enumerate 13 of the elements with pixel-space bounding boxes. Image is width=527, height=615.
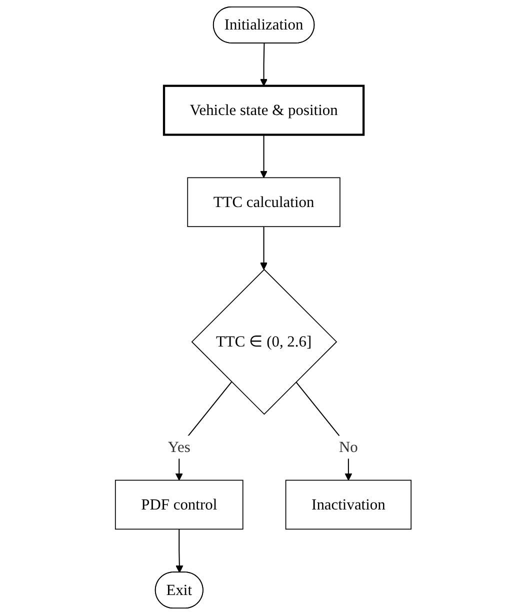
- node-box: TTC calculation: [187, 177, 341, 228]
- arrow: [176, 382, 232, 481]
- arrow: [260, 134, 268, 178]
- edge-label: No: [339, 438, 358, 456]
- node-diamond: TTC ∈ (0, 2.6]: [192, 268, 338, 415]
- node-box: PDF control: [115, 480, 244, 530]
- node-box: Inactivation: [286, 480, 412, 530]
- arrow: [176, 529, 184, 573]
- arrow: [296, 382, 352, 481]
- node-box: Vehicle state & position: [163, 84, 365, 136]
- edge-label: Yes: [168, 438, 191, 456]
- arrow: [260, 43, 268, 86]
- arrow: [260, 226, 268, 270]
